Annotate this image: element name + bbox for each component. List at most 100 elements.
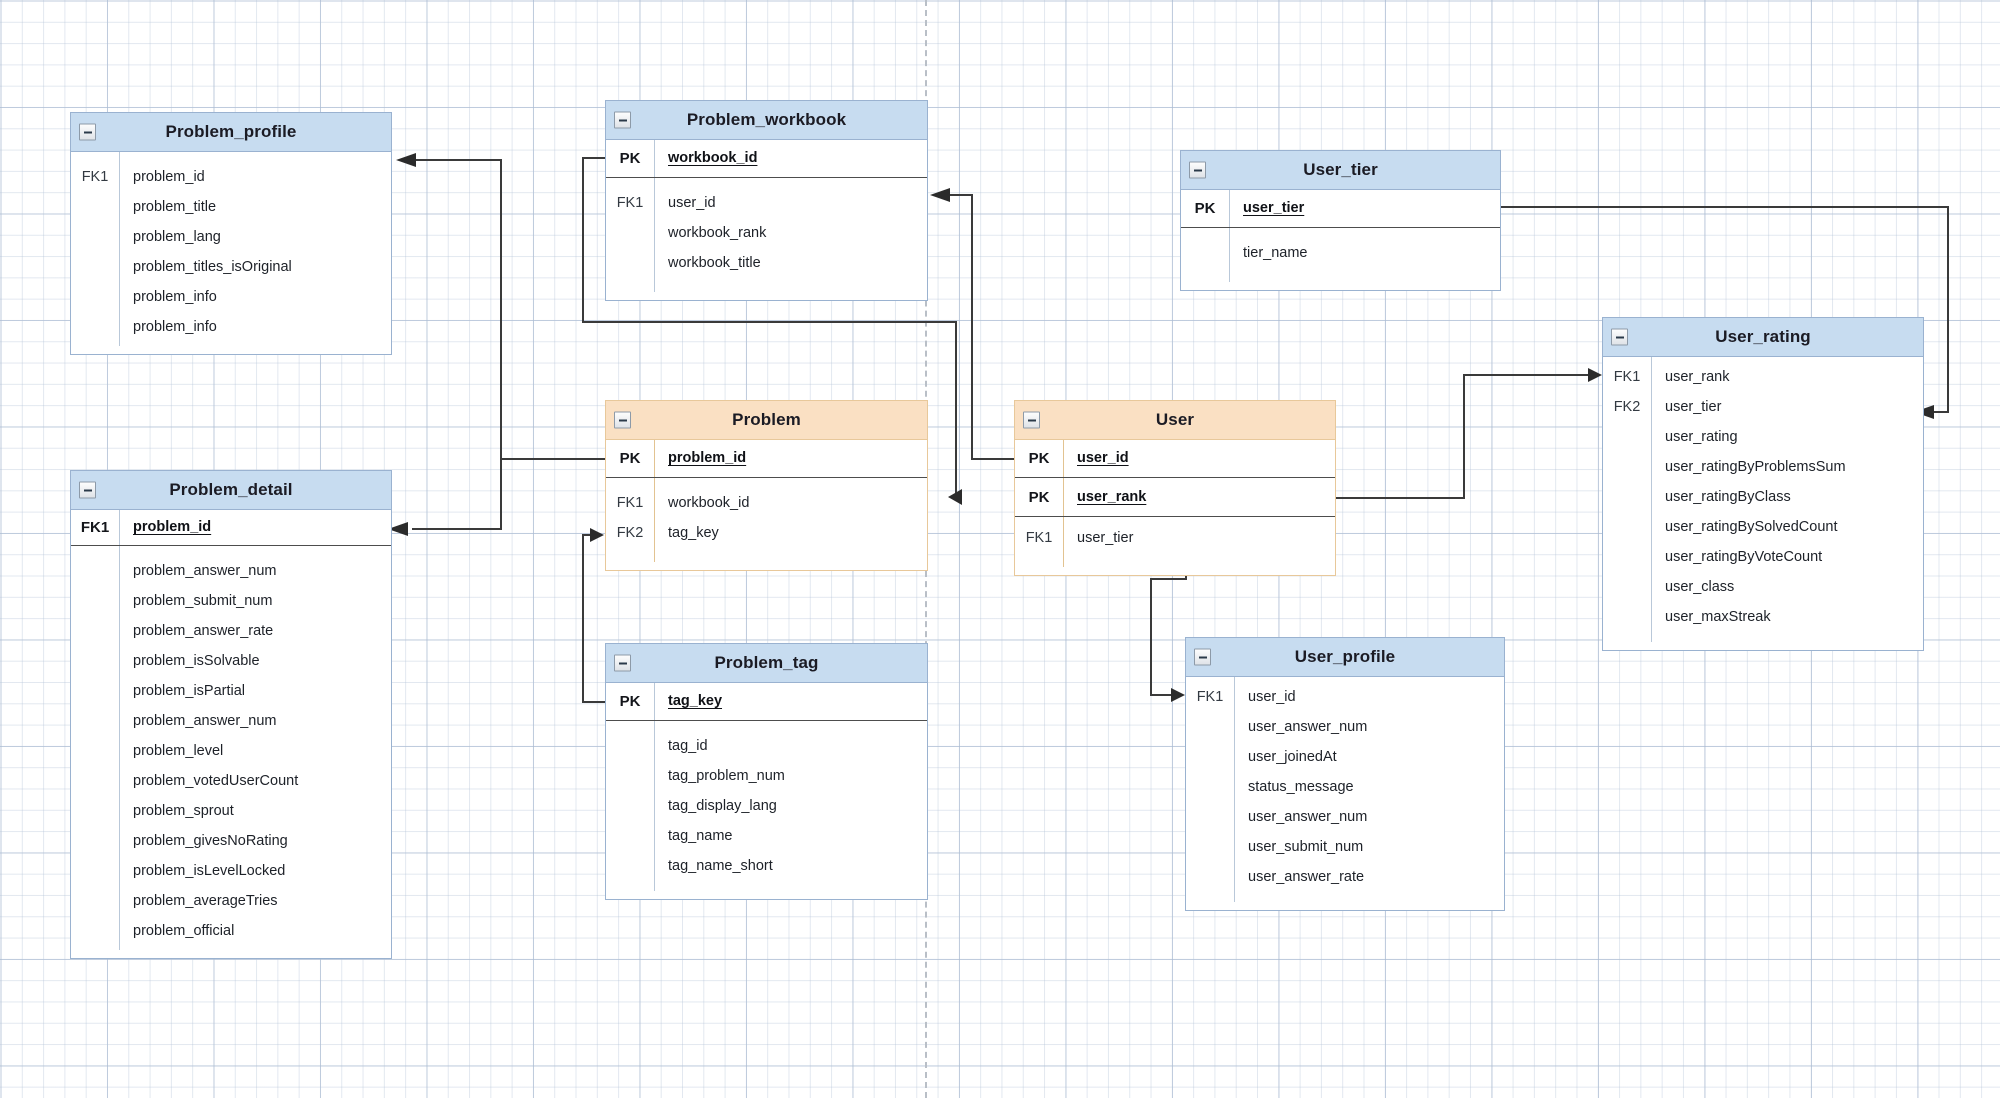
entity-problem-tag[interactable]: Problem_tag PK tag_key tag_id tag_proble… <box>605 643 928 900</box>
attribute-row[interactable]: tag_name <box>606 821 927 851</box>
entity-title: Problem <box>732 410 801 429</box>
attribute-row[interactable]: problem_answer_num <box>71 706 391 736</box>
attribute-row[interactable]: user_ratingBySolvedCount <box>1603 512 1923 542</box>
attribute-name: tag_name_short <box>668 857 773 874</box>
attribute-row[interactable]: FK1 problem_id <box>71 162 391 192</box>
attribute-name: problem_givesNoRating <box>133 832 288 849</box>
attribute-name: problem_isSolvable <box>133 652 260 669</box>
entity-problem-detail[interactable]: Problem_detail FK1 problem_id problem_an… <box>70 470 392 959</box>
attribute-row[interactable]: tag_name_short <box>606 851 927 881</box>
attribute-row[interactable]: tag_display_lang <box>606 791 927 821</box>
attribute-row[interactable]: problem_isSolvable <box>71 646 391 676</box>
attribute-row[interactable]: user_answer_num <box>1186 712 1504 742</box>
attribute-name: workbook_id <box>668 150 758 167</box>
attribute-row[interactable]: user_ratingByClass <box>1603 482 1923 512</box>
collapse-icon[interactable] <box>1023 411 1040 429</box>
attribute-row[interactable]: problem_title <box>71 192 391 222</box>
attribute-name: problem_sprout <box>133 802 234 819</box>
attribute-row[interactable]: tag_id <box>606 731 927 761</box>
attribute-row[interactable]: problem_official <box>71 916 391 946</box>
key-column-divider <box>119 152 120 346</box>
attribute-row[interactable]: FK1 user_tier <box>1015 523 1335 553</box>
attribute-row[interactable]: workbook_title <box>606 248 927 278</box>
attribute-row[interactable]: PK user_id <box>1015 440 1335 478</box>
entity-title: User <box>1155 410 1195 429</box>
attribute-row[interactable]: FK1 user_id <box>606 188 927 218</box>
attribute-name: problem_titles_isOriginal <box>133 258 292 275</box>
connector-user-to-problem-workbook <box>944 194 1014 460</box>
attribute-row[interactable]: tier_name <box>1181 238 1500 268</box>
attribute-row[interactable]: problem_isPartial <box>71 676 391 706</box>
collapse-icon[interactable] <box>614 411 631 429</box>
attribute-row[interactable]: PK workbook_id <box>606 140 927 178</box>
attribute-row[interactable]: user_answer_rate <box>1186 862 1504 892</box>
attribute-row[interactable]: FK1 user_id <box>1186 682 1504 712</box>
entity-header: Problem_detail <box>71 471 391 510</box>
attribute-key: FK1 <box>1025 529 1053 546</box>
attribute-name: problem_submit_num <box>133 592 273 609</box>
attribute-row[interactable]: FK1 user_rank <box>1603 362 1923 392</box>
collapse-icon[interactable] <box>79 123 96 141</box>
attribute-row[interactable]: problem_isLevelLocked <box>71 856 391 886</box>
collapse-icon[interactable] <box>1189 161 1206 179</box>
attribute-row[interactable]: user_joinedAt <box>1186 742 1504 772</box>
collapse-icon[interactable] <box>614 654 631 672</box>
collapse-icon[interactable] <box>1611 328 1628 346</box>
attribute-row[interactable]: PK problem_id <box>606 440 927 478</box>
attribute-row[interactable]: problem_level <box>71 736 391 766</box>
entity-problem[interactable]: Problem PK problem_id FK1 workbook_id FK… <box>605 400 928 571</box>
attribute-row[interactable]: problem_submit_num <box>71 586 391 616</box>
attribute-row[interactable]: PK user_tier <box>1181 190 1500 228</box>
attribute-row[interactable]: problem_answer_rate <box>71 616 391 646</box>
attribute-row[interactable]: user_ratingByProblemsSum <box>1603 452 1923 482</box>
entity-problem-profile[interactable]: Problem_profile FK1 problem_id problem_t… <box>70 112 392 355</box>
attribute-row[interactable]: FK1 problem_id <box>71 510 391 546</box>
entity-title: User_rating <box>1715 327 1811 346</box>
entity-user-tier[interactable]: User_tier PK user_tier tier_name <box>1180 150 1501 291</box>
attribute-row[interactable]: FK1 workbook_id <box>606 488 927 518</box>
entity-user-profile[interactable]: User_profile FK1 user_id user_answer_num… <box>1185 637 1505 911</box>
attribute-row[interactable]: problem_info <box>71 282 391 312</box>
attribute-row[interactable]: user_submit_num <box>1186 832 1504 862</box>
attribute-row[interactable]: FK2 user_tier <box>1603 392 1923 422</box>
attribute-row[interactable]: PK tag_key <box>606 683 927 721</box>
attribute-row[interactable]: problem_info <box>71 312 391 342</box>
attribute-row[interactable]: problem_votedUserCount <box>71 766 391 796</box>
attribute-name: problem_answer_num <box>133 562 277 579</box>
attribute-name: user_class <box>1665 578 1735 595</box>
arrowhead-problem-workbook-id <box>948 489 962 505</box>
attribute-name: user_answer_num <box>1248 808 1368 825</box>
attribute-row[interactable]: FK2 tag_key <box>606 518 927 548</box>
attribute-row[interactable]: user_maxStreak <box>1603 602 1923 632</box>
attribute-name: user_maxStreak <box>1665 608 1771 625</box>
attribute-row[interactable]: user_answer_num <box>1186 802 1504 832</box>
attribute-row[interactable]: problem_givesNoRating <box>71 826 391 856</box>
attribute-key: FK1 <box>1196 688 1224 705</box>
collapse-icon[interactable] <box>614 111 631 129</box>
attribute-row[interactable]: PK user_rank <box>1015 478 1335 517</box>
attribute-row[interactable]: problem_answer_num <box>71 556 391 586</box>
entity-user-rating[interactable]: User_rating FK1 user_rank FK2 user_tier … <box>1602 317 1924 651</box>
attribute-row[interactable]: problem_lang <box>71 222 391 252</box>
attribute-row[interactable]: problem_averageTries <box>71 886 391 916</box>
attribute-name: user_ratingBySolvedCount <box>1665 518 1838 535</box>
connector-problem-to-problem-detail <box>412 458 605 530</box>
attribute-row[interactable]: problem_titles_isOriginal <box>71 252 391 282</box>
attribute-row[interactable]: user_rating <box>1603 422 1923 452</box>
key-column-divider <box>654 683 655 891</box>
attribute-row[interactable]: user_class <box>1603 572 1923 602</box>
attribute-row[interactable]: workbook_rank <box>606 218 927 248</box>
attribute-row[interactable]: problem_sprout <box>71 796 391 826</box>
arrowhead-workbook-user-id <box>930 188 950 202</box>
attribute-name: user_rank <box>1665 368 1730 385</box>
attribute-row[interactable]: status_message <box>1186 772 1504 802</box>
entity-user[interactable]: User PK user_id PK user_rank FK1 user_ti… <box>1014 400 1336 576</box>
entity-problem-workbook[interactable]: Problem_workbook PK workbook_id FK1 user… <box>605 100 928 301</box>
attribute-row[interactable]: tag_problem_num <box>606 761 927 791</box>
entity-body: FK1 problem_id problem_title problem_lan… <box>71 152 391 354</box>
entity-body: PK user_id PK user_rank FK1 user_tier <box>1015 440 1335 575</box>
attribute-row[interactable]: user_ratingByVoteCount <box>1603 542 1923 572</box>
collapse-icon[interactable] <box>1194 648 1211 666</box>
collapse-icon[interactable] <box>79 481 96 499</box>
